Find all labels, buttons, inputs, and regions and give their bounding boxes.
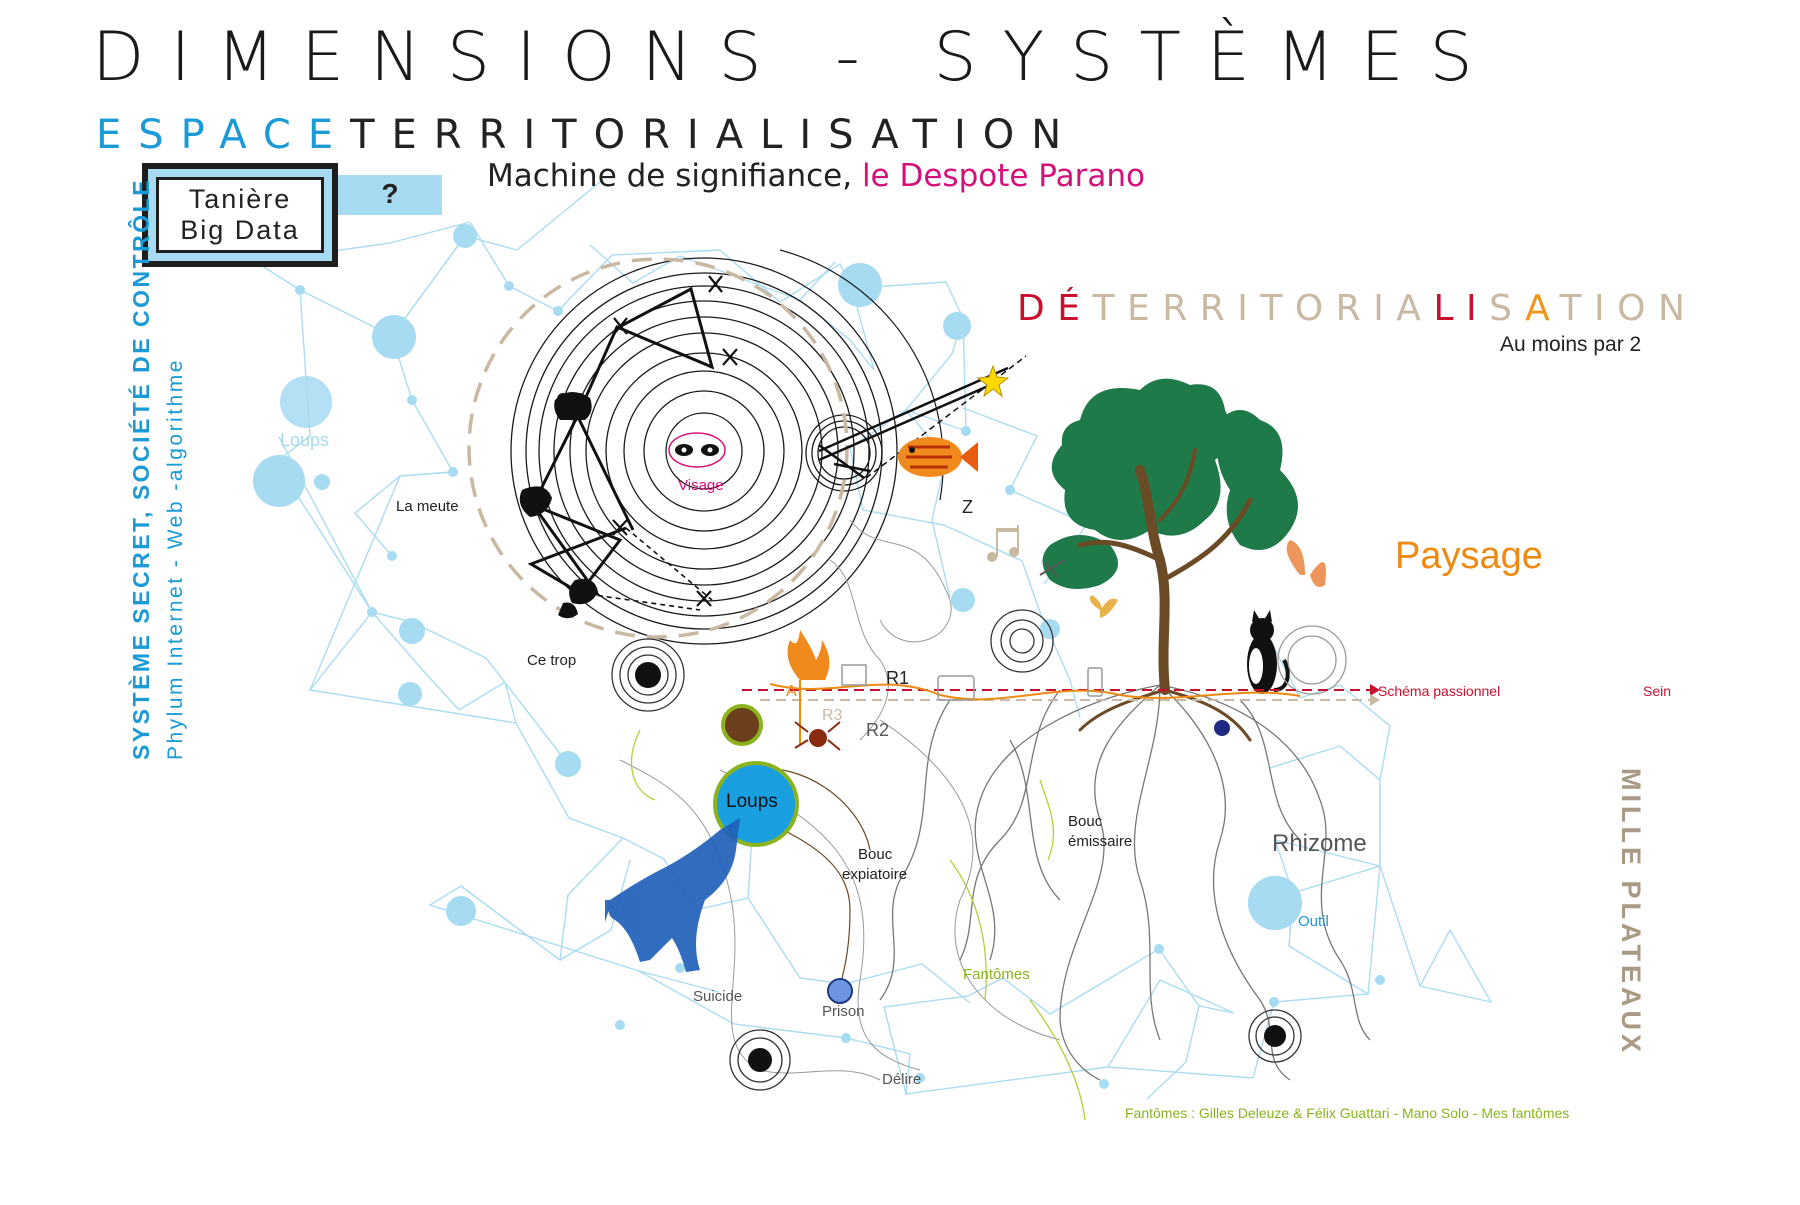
prison-node [827,978,853,1004]
fish-icon [898,437,978,477]
star-dash [865,355,1027,479]
question-box: ? [338,175,442,215]
flame-icon [787,630,830,680]
meute-x-marks [612,275,738,607]
au-moins-par-2: Au moins par 2 [1500,333,1642,356]
r2-label: R2 [866,720,890,740]
ce-trop-label: Ce trop [527,652,577,669]
bouc-emissaire-label-1: Bouc [1068,813,1103,830]
star-icon [976,364,1010,398]
spider-icon [794,721,841,751]
rhizome-label: Rhizome [1272,830,1367,857]
taniere-label: Tanière [188,183,292,214]
computer-icon [841,664,867,686]
a-label: A [786,683,797,700]
page-title: DIMENSIONS - SYSTÈMES [92,18,1499,97]
machine-prefix: Machine de signifiance, [487,158,853,194]
credits-line: Fantômes : Gilles Deleuze & Félix Guatta… [1125,1105,1570,1121]
butterfly-icon [1286,540,1326,588]
wolf-icon [605,818,740,972]
schema-passionnel-label: Schéma passionnel [1378,683,1501,699]
despote-parano: le Despote Parano [861,158,1145,194]
sein-label: Sein [1643,683,1672,699]
bouc-expiatoire-label-1: Bouc [858,846,893,863]
target-rings [611,609,1347,1091]
small-spider-icon [1214,720,1230,736]
ghost-curves [630,729,1086,1121]
visage-label: Visage [678,477,724,494]
leaf-butterfly-icon [1089,595,1118,618]
delire-label: Délire [882,1071,922,1088]
target-dot [1264,1025,1286,1047]
target-dot [748,1048,772,1072]
machine-de-signifiance: Machine de signifiance, le Despote Paran… [487,158,1145,194]
loups-node-label: Loups [726,791,778,812]
deterr-part: S [1489,288,1526,329]
phone-icon [1087,667,1103,697]
schema-lines [742,680,1380,745]
big-data-label: Big Data [180,215,300,245]
outil-node [1248,876,1302,930]
deterr-part: A [1525,288,1560,329]
deterritorialisation-heading: DÉTERRITORIALISATION [1017,288,1697,329]
deterr-part: TERRITORIA [1092,288,1434,329]
taniere-big-data-box: Tanière Big Data [142,163,338,267]
r1-label: R1 [886,668,910,688]
tree-canopy [1042,378,1298,589]
z-label: Z [962,497,973,517]
pack-silhouettes [519,391,598,619]
bouc-expiatoire-label-2: expiatoire [842,866,908,883]
star-lines [818,366,1009,480]
vertical-label-mille-plateaux: MILLE PLATEAUX [1616,768,1646,1056]
outil-label: Outil [1298,913,1329,930]
brown-node [721,704,763,746]
music-note-icon [987,525,1019,562]
cat-chest [1249,648,1263,684]
loups-faded-label: Loups [280,430,330,450]
subtitle-espace: ESPACE [96,112,351,158]
deterr-part: TION [1559,288,1698,329]
deterr-part: LI [1433,288,1490,329]
paysage-label: Paysage [1395,535,1543,577]
subtitle: ESPACETERRITORIALISATION [96,112,1078,158]
fantomes-label: Fantômes [963,966,1030,983]
vertical-label-systeme-secret: SYSTÈME SECRET, SOCIÉTÉ DE CONTRÔLE [128,177,154,760]
network-nodes [253,224,1385,1089]
camera-icon [937,675,975,701]
prison-label: Prison [822,1003,865,1020]
vertical-label-phylum: Phylum Internet - Web -algorithme [164,358,187,760]
r3-label: R3 [822,707,843,724]
suicide-label: Suicide [693,988,743,1005]
target-dot [635,662,661,688]
bouc-emissaire-label-2: émissaire [1068,833,1133,850]
tree-trunk [1077,448,1253,742]
visage-icon [668,432,726,468]
deterr-part: DÉ [1017,288,1093,329]
dragonfly-icon [1039,559,1066,578]
la-meute-label: La meute [396,498,459,515]
subtitle-territorialisation: TERRITORIALISATION [350,112,1079,158]
